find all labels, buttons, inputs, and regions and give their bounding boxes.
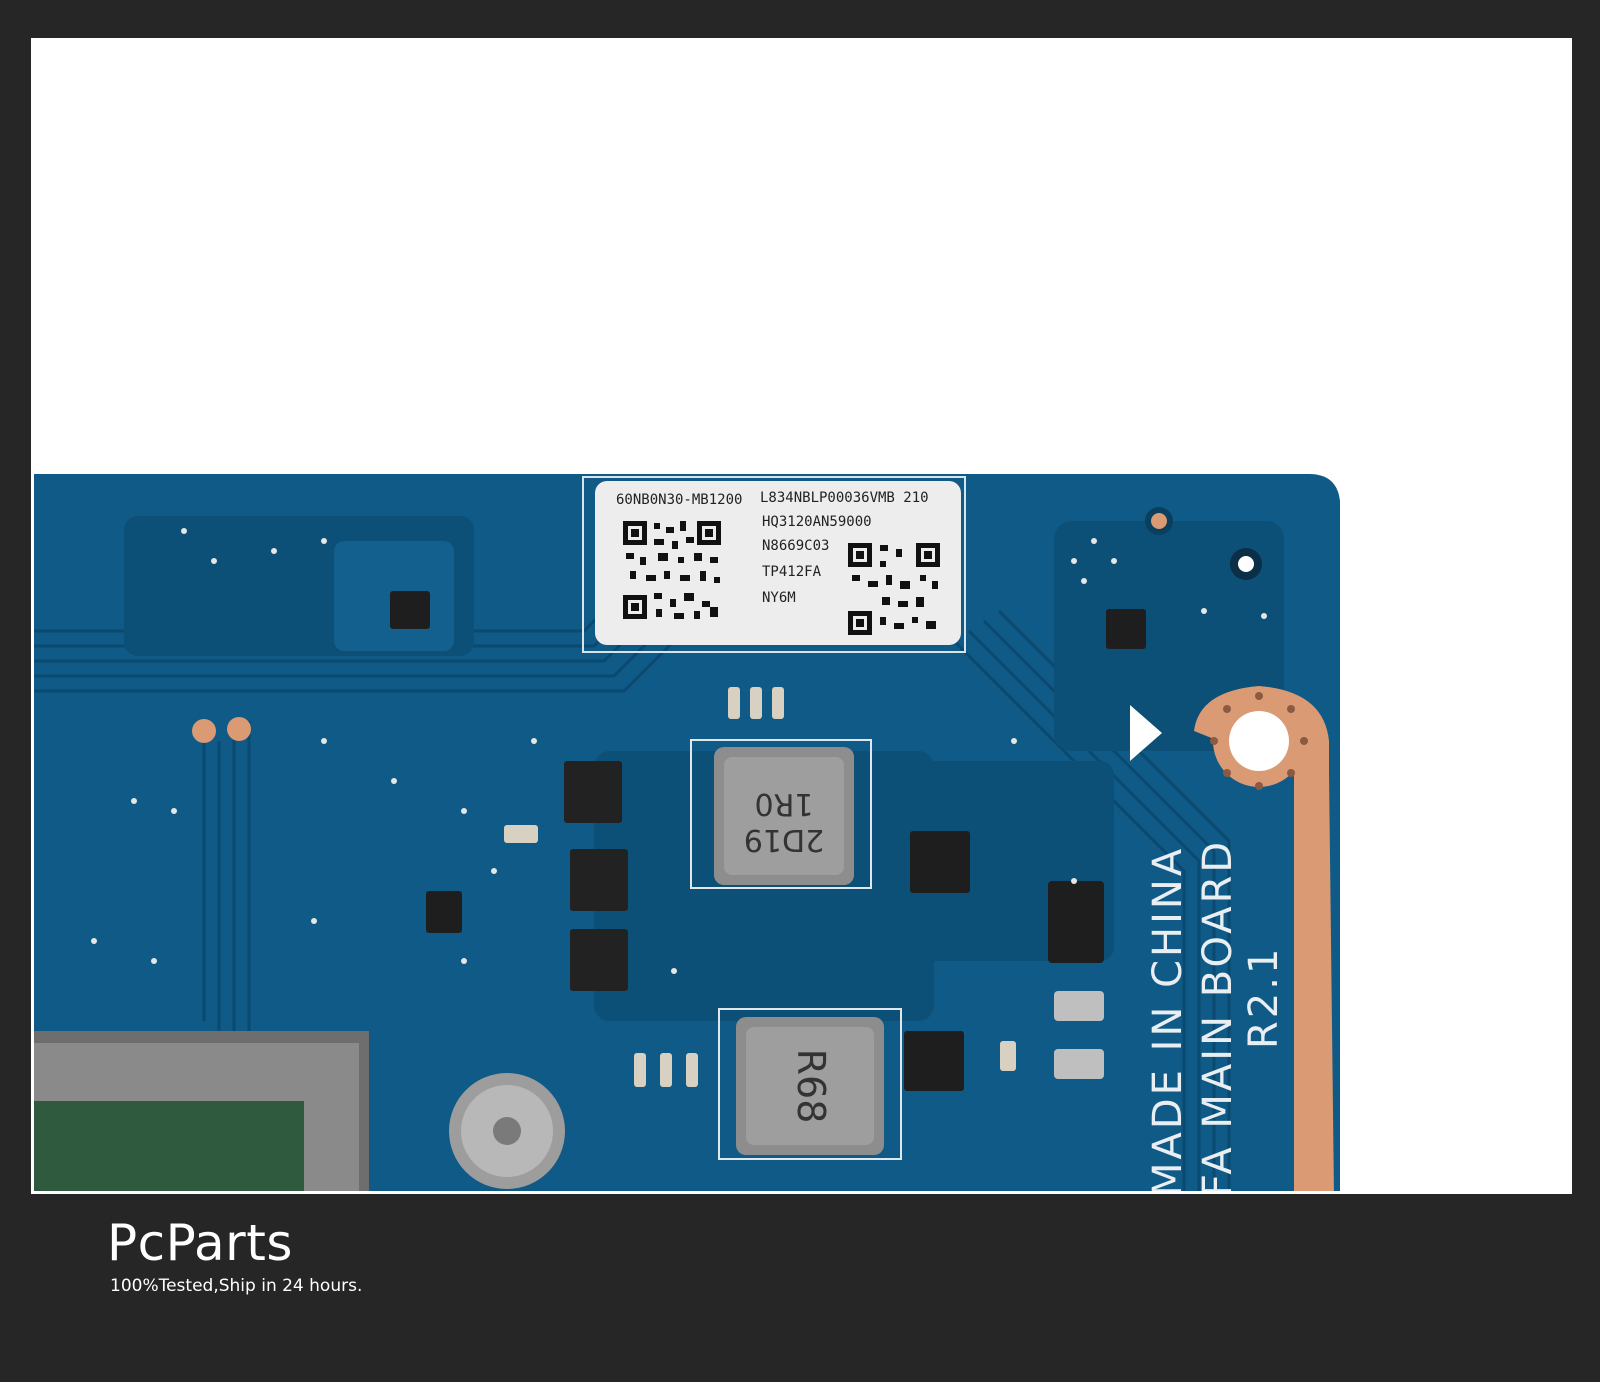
qr-code-left-icon — [621, 519, 723, 621]
inductor-top-text1: 2D19 — [744, 822, 824, 857]
label-line3: N8669C03 — [762, 538, 829, 554]
smd-chips — [390, 591, 1146, 1091]
copper-rail — [1194, 686, 1334, 1191]
inductor-bottom-text: R68 — [789, 1049, 833, 1124]
label-line1-left: 60NB0N30-MB1200 — [616, 492, 742, 508]
mounting-hole — [1229, 711, 1289, 771]
qr-code-right-icon — [846, 541, 942, 637]
label-line4: TP412FA — [762, 564, 822, 580]
label-border — [582, 476, 966, 653]
product-photo-frame: 60NB0N30-MB1200 L834NBLP00036VMB 210 HQ3… — [31, 38, 1572, 1194]
smd-capacitors — [504, 687, 1104, 1087]
motherboard-photo: 60NB0N30-MB1200 L834NBLP00036VMB 210 HQ3… — [34, 474, 1340, 1194]
inductor-top-outline — [690, 739, 872, 889]
silkscreen-made-in: MADE IN CHINA — [1145, 846, 1191, 1194]
label-line2: HQ3120AN59000 — [762, 514, 872, 530]
label-line1-right: L834NBLP00036VMB 210 — [760, 490, 929, 506]
inductor-top-text2: 1R0 — [754, 786, 813, 821]
triangle-marker-icon — [1130, 705, 1162, 761]
solder-dots — [91, 528, 1267, 974]
inductor-bottom-outline — [718, 1008, 902, 1160]
chip-die — [34, 1101, 304, 1191]
silkscreen-board-name: FA MAIN BOARD — [1195, 839, 1241, 1194]
brand-name: PcParts — [107, 1214, 293, 1272]
brand-tagline: 100%Tested,Ship in 24 hours. — [110, 1276, 363, 1296]
label-line5: NY6M — [762, 590, 796, 606]
silkscreen-revision: R2.1 — [1241, 946, 1287, 1049]
